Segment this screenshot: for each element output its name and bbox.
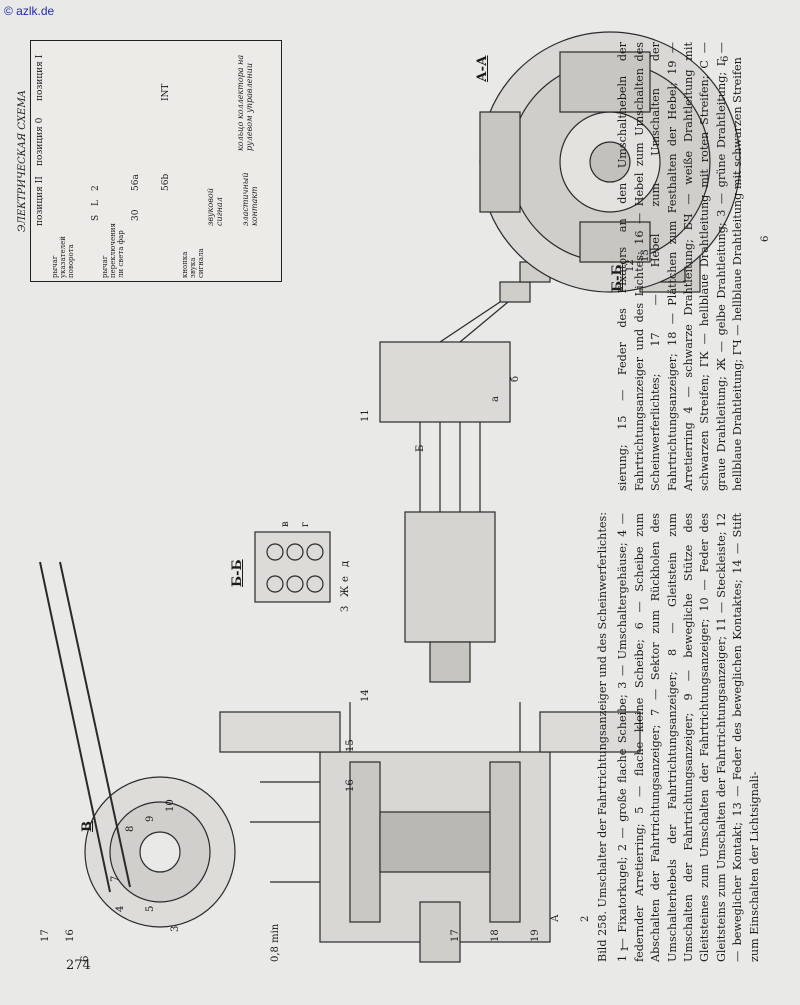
part-number: 2 (580, 915, 591, 922)
part-number: 19 (530, 929, 541, 942)
connector-pin-view (254, 531, 331, 603)
schematic-terminal: 56a (131, 174, 141, 191)
schematic-row-label: рычаг указателей поворота (51, 236, 75, 278)
part-number: 15 (345, 739, 356, 752)
connector-label: З (340, 605, 351, 612)
page-number: 274 (66, 958, 91, 973)
section-label-b2: Б-Б (230, 559, 245, 587)
schematic-ring-label: кольцо коллектора на рулевом управлении (236, 54, 254, 151)
part-number: 11 (360, 409, 371, 422)
connector-drawing (379, 261, 551, 683)
schematic-terminal: L (91, 200, 101, 206)
schematic-horn-label: звуковой сигнал (206, 188, 224, 226)
part-number: 9 (145, 815, 156, 822)
technical-drawing (39, 31, 741, 963)
section-label-v: В (80, 821, 95, 832)
part-number: 7 (110, 875, 121, 882)
part-number: 4 (115, 905, 126, 912)
schematic-column-header: позиция I (35, 54, 45, 101)
arrow-label-a: А (550, 914, 561, 922)
schematic-column-header: позиция 0 (35, 117, 45, 166)
schematic-title: ЭЛЕКТРИЧЕСКАЯ СХЕМА (17, 89, 28, 233)
schematic-terminal: S (91, 214, 101, 221)
schematic-terminal: 30 (131, 209, 141, 221)
watermark: © azlk.de (4, 4, 55, 18)
wire-label: б (510, 375, 521, 382)
handle-view (39, 561, 236, 928)
round-switch-view (479, 31, 741, 293)
main-section-view (219, 702, 641, 963)
schematic-terminal: INT (161, 83, 171, 101)
part-number: 5 (145, 905, 156, 912)
connector-label: г (300, 521, 311, 527)
schematic-contact-label: эластичный контакт (241, 172, 259, 226)
part-number: 8 (125, 825, 136, 832)
caption-legend-col-2: sierung; 15 — Feder des Fixators an den … (616, 42, 745, 491)
rotated-page-content: А-А Б-Б Б-Б В Б А 0,8 min 1 2 3 4 5 6 7 … (17, 22, 780, 982)
connector-label: д (340, 560, 351, 567)
schematic-column-header: позиция II (35, 176, 45, 226)
part-number: 16 (65, 929, 76, 942)
part-number: 17 (40, 929, 51, 942)
electrical-schematic: ЭЛЕКТРИЧЕСКАЯ СХЕМА позиция II позиция 0… (17, 40, 282, 282)
schematic-terminal: 2 (91, 185, 101, 191)
figure-caption: Bild 258. Umschalter der Fahrtrichtungsa… (595, 42, 763, 962)
section-label-a: А-А (475, 55, 490, 82)
schematic-row-label: рычаг переключения ли света фар (101, 223, 125, 278)
dimension-label: 0,8 min (270, 923, 281, 962)
part-number: 14 (360, 689, 371, 702)
wire-label: а (490, 396, 501, 402)
connector-label: в (280, 521, 291, 527)
part-number: 17 (450, 929, 461, 942)
caption-title: Bild 258. Umschalter der Fahrtrichtungsa… (596, 511, 609, 962)
part-number: 10 (165, 799, 176, 812)
part-number: 6 (80, 955, 91, 962)
schematic-terminal: 56b (161, 173, 171, 191)
connector-label: е (340, 576, 351, 582)
part-number: 3 (170, 925, 181, 932)
part-number: 16 (345, 779, 356, 792)
schematic-row-label: кнопка звука сигнала (181, 248, 205, 278)
arrow-label-b: Б (415, 444, 426, 452)
connector-label: Ж (340, 585, 351, 597)
caption-legend-col-1: 1 — Fixatorkugel; 2 — große flache Schei… (616, 513, 761, 962)
part-number: 18 (490, 929, 501, 942)
